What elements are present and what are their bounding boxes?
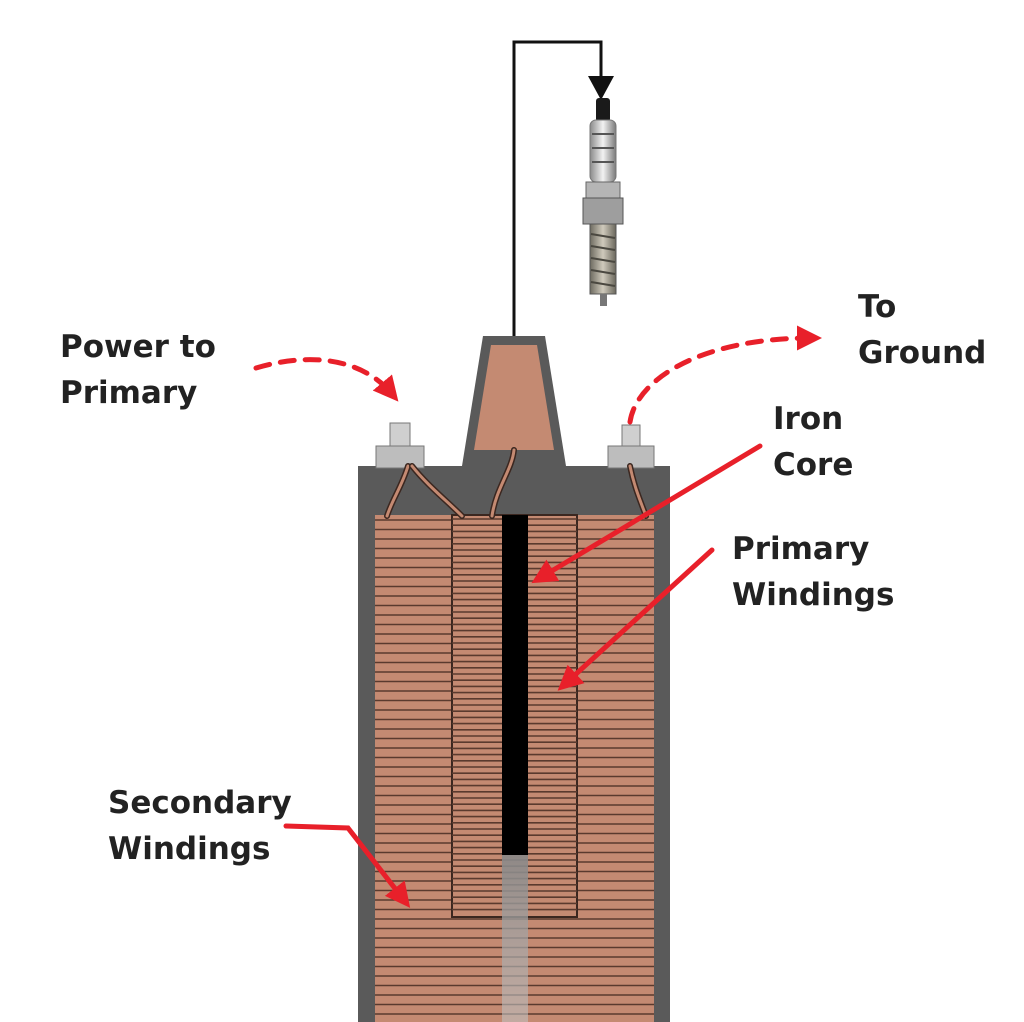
internal-lead-wires: [384, 447, 649, 519]
primary-terminal-left: [375, 422, 425, 469]
iron-core-faded: [502, 855, 528, 1022]
primary-windings-label: Primary Windings: [732, 531, 895, 613]
to-ground-arrow: [627, 325, 822, 425]
annotation-arrows: [253, 325, 822, 908]
iron-core-arrow: [531, 443, 763, 584]
wire-arrow-head: [588, 76, 614, 100]
to-ground-label: To Ground: [858, 289, 987, 371]
primary-terminal-right: [607, 424, 655, 469]
power-to-primary-label: Power to Primary: [60, 329, 216, 411]
high-voltage-wire: [512, 40, 603, 336]
secondary-windings-label: Secondary Windings: [108, 785, 292, 867]
iron-core: [502, 515, 528, 855]
primary-windings-arrow: [557, 547, 715, 691]
coil-tower-insulator: [474, 345, 554, 450]
spark-plug: [582, 98, 624, 306]
iron-core-label: Iron Core: [773, 401, 854, 483]
power-to-primary-arrow: [253, 357, 399, 402]
secondary-windings-arrow: [283, 823, 411, 908]
